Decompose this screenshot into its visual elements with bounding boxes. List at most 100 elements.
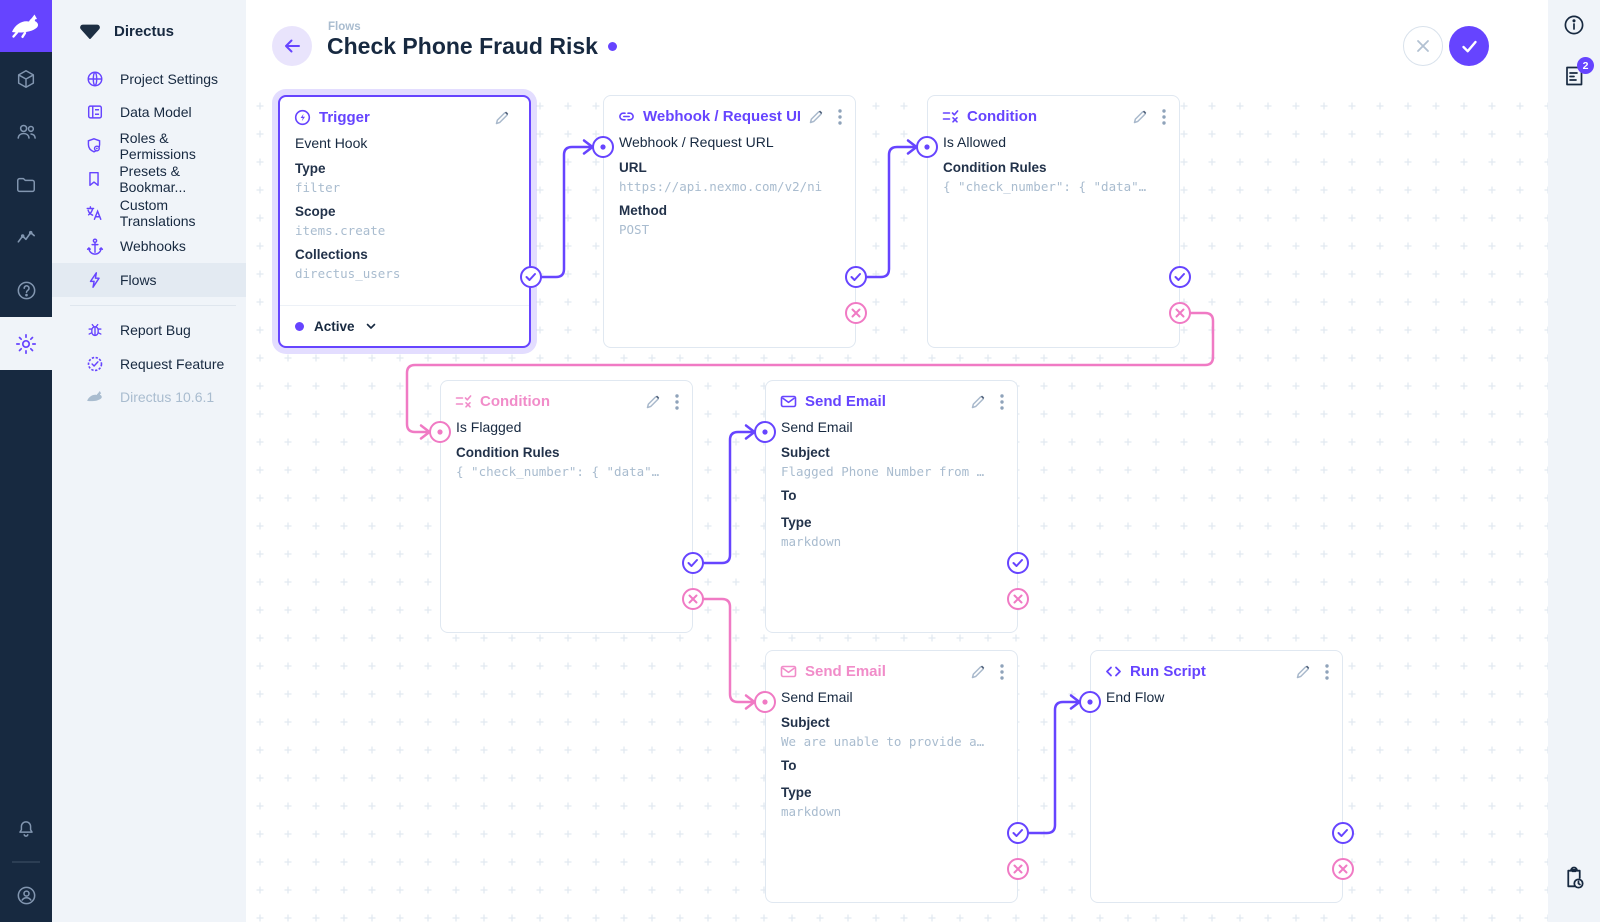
module-bar [0,0,52,922]
field-value: filter [295,180,341,195]
sidebar-item-project-settings[interactable]: Project Settings [52,62,246,96]
flow-panel-condition-allowed[interactable]: Condition Is Allowed Condition Rules { "… [927,95,1180,348]
edit-icon[interactable] [1132,109,1148,125]
sidebar-item-label: Roles & Permissions [119,129,196,162]
sidebar-item-webhooks[interactable]: Webhooks [52,230,246,264]
sidebar-item-version: Directus 10.6.1 [52,381,246,415]
field-value: Flagged Phone Number from … [781,464,985,479]
sidebar-item-report-bug[interactable]: Report Bug [52,314,246,348]
module-insights-icon[interactable] [0,211,52,264]
logs-count-badge: 2 [1577,57,1594,74]
sidebar-item-label: Custom Translations [119,196,196,229]
status-dot [295,321,304,331]
field-label: Subject [781,445,830,460]
arrow-left-icon [285,39,300,53]
project-logo-icon [80,24,100,39]
field-value: markdown [781,804,842,819]
email-icon [780,663,797,680]
module-users-icon[interactable] [0,105,52,158]
module-files-icon[interactable] [0,158,52,211]
field-label: Subject [781,715,830,730]
unsaved-dot [607,42,617,51]
module-settings-icon[interactable] [0,317,52,370]
module-help-icon[interactable] [0,264,52,317]
edit-icon[interactable] [808,109,824,125]
more-menu-icon[interactable] [1000,393,1004,410]
rabbit-logo-icon [85,390,104,405]
field-label: Scope [295,204,336,219]
field-label: Type [781,785,812,800]
field-label: Condition Rules [456,445,560,460]
edit-icon[interactable] [494,110,510,126]
globe-icon [85,70,104,88]
edit-icon[interactable] [970,394,986,410]
sidebar-item-label: Webhooks [120,238,186,255]
field-value: directus_users [295,266,401,281]
panel-title: Condition [480,393,550,410]
flow-panel-condition-flagged[interactable]: Condition Is Flagged Condition Rules { "… [440,380,693,633]
sidebar-item-label: Presets & Bookmar... [119,163,187,196]
more-menu-icon[interactable] [1162,108,1166,125]
project-chooser[interactable]: Directus [52,0,246,62]
more-menu-icon[interactable] [838,108,842,125]
anchor-icon [85,237,104,256]
sidebar-item-label: Request Feature [120,355,225,372]
flow-panel-run-script[interactable]: Run Script End Flow [1090,650,1343,903]
logs-icon[interactable]: 2 [1562,57,1594,88]
more-menu-icon[interactable] [675,393,679,410]
edit-icon[interactable] [1295,664,1311,680]
panel-title: Webhook / Request URL [643,108,800,125]
back-button[interactable] [272,26,312,66]
panel-title: Trigger [319,109,370,126]
sidebar-item-custom-translations[interactable]: Custom Translations [52,196,246,230]
panel-name: Is Allowed [943,134,1007,150]
sidebar-item-flows[interactable]: Flows [52,263,246,297]
flow-panel-trigger[interactable]: Trigger Event Hook Type filter Scope ite… [278,95,531,348]
field-label: Collections [295,247,368,262]
field-label: Type [781,515,812,530]
link-icon [618,108,635,125]
field-label: To [781,488,797,503]
flow-panel-send-email-2[interactable]: Send Email Send Email Subject We are una… [765,650,1018,903]
panel-name: Event Hook [295,135,368,151]
directus-logo[interactable] [0,0,52,52]
panel-title: Condition [967,108,1037,125]
field-label: Type [295,161,326,176]
panel-title: Send Email [805,393,886,410]
more-menu-icon[interactable] [1000,663,1004,680]
field-value: { "check_number": { "data"… [456,464,660,479]
more-menu-icon[interactable] [1325,663,1329,680]
account-icon[interactable] [0,869,52,922]
flow-panel-webhook[interactable]: Webhook / Request URL Webhook / Request … [603,95,856,348]
module-content-icon[interactable] [0,52,52,105]
panel-name: Is Flagged [456,419,522,435]
nav-sidebar: Directus Project Settings Data Model Rol… [52,0,246,922]
trigger-bolt-icon [294,109,311,126]
revisions-clipboard-icon[interactable] [1562,866,1587,891]
cancel-button[interactable] [1403,26,1443,66]
notifications-bell-icon[interactable] [0,802,52,855]
field-value: items.create [295,223,386,238]
sidebar-item-request-feature[interactable]: Request Feature [52,347,246,381]
save-button[interactable] [1449,26,1489,66]
breadcrumb[interactable]: Flows [328,21,361,33]
panel-name: End Flow [1106,689,1165,705]
project-name: Directus [114,22,175,40]
panel-title: Send Email [805,663,886,680]
field-label: Method [619,203,667,218]
flow-panel-send-email-1[interactable]: Send Email Send Email Subject Flagged Ph… [765,380,1018,633]
sidebar-item-data-model[interactable]: Data Model [52,96,246,130]
info-icon[interactable] [1562,13,1586,37]
field-label: To [781,758,797,773]
field-value [781,506,1003,508]
bookmark-icon [85,170,103,188]
sidebar-item-presets-bookmarks[interactable]: Presets & Bookmar... [52,163,246,197]
close-icon [1417,40,1429,52]
sidebar-item-roles-permissions[interactable]: Roles & Permissions [52,129,246,163]
edit-icon[interactable] [970,664,986,680]
sidebar-item-label: Flows [120,271,157,288]
sidebar-item-label: Project Settings [120,70,219,87]
edit-icon[interactable] [645,394,661,410]
trigger-status-toggle[interactable]: Active [280,305,529,346]
